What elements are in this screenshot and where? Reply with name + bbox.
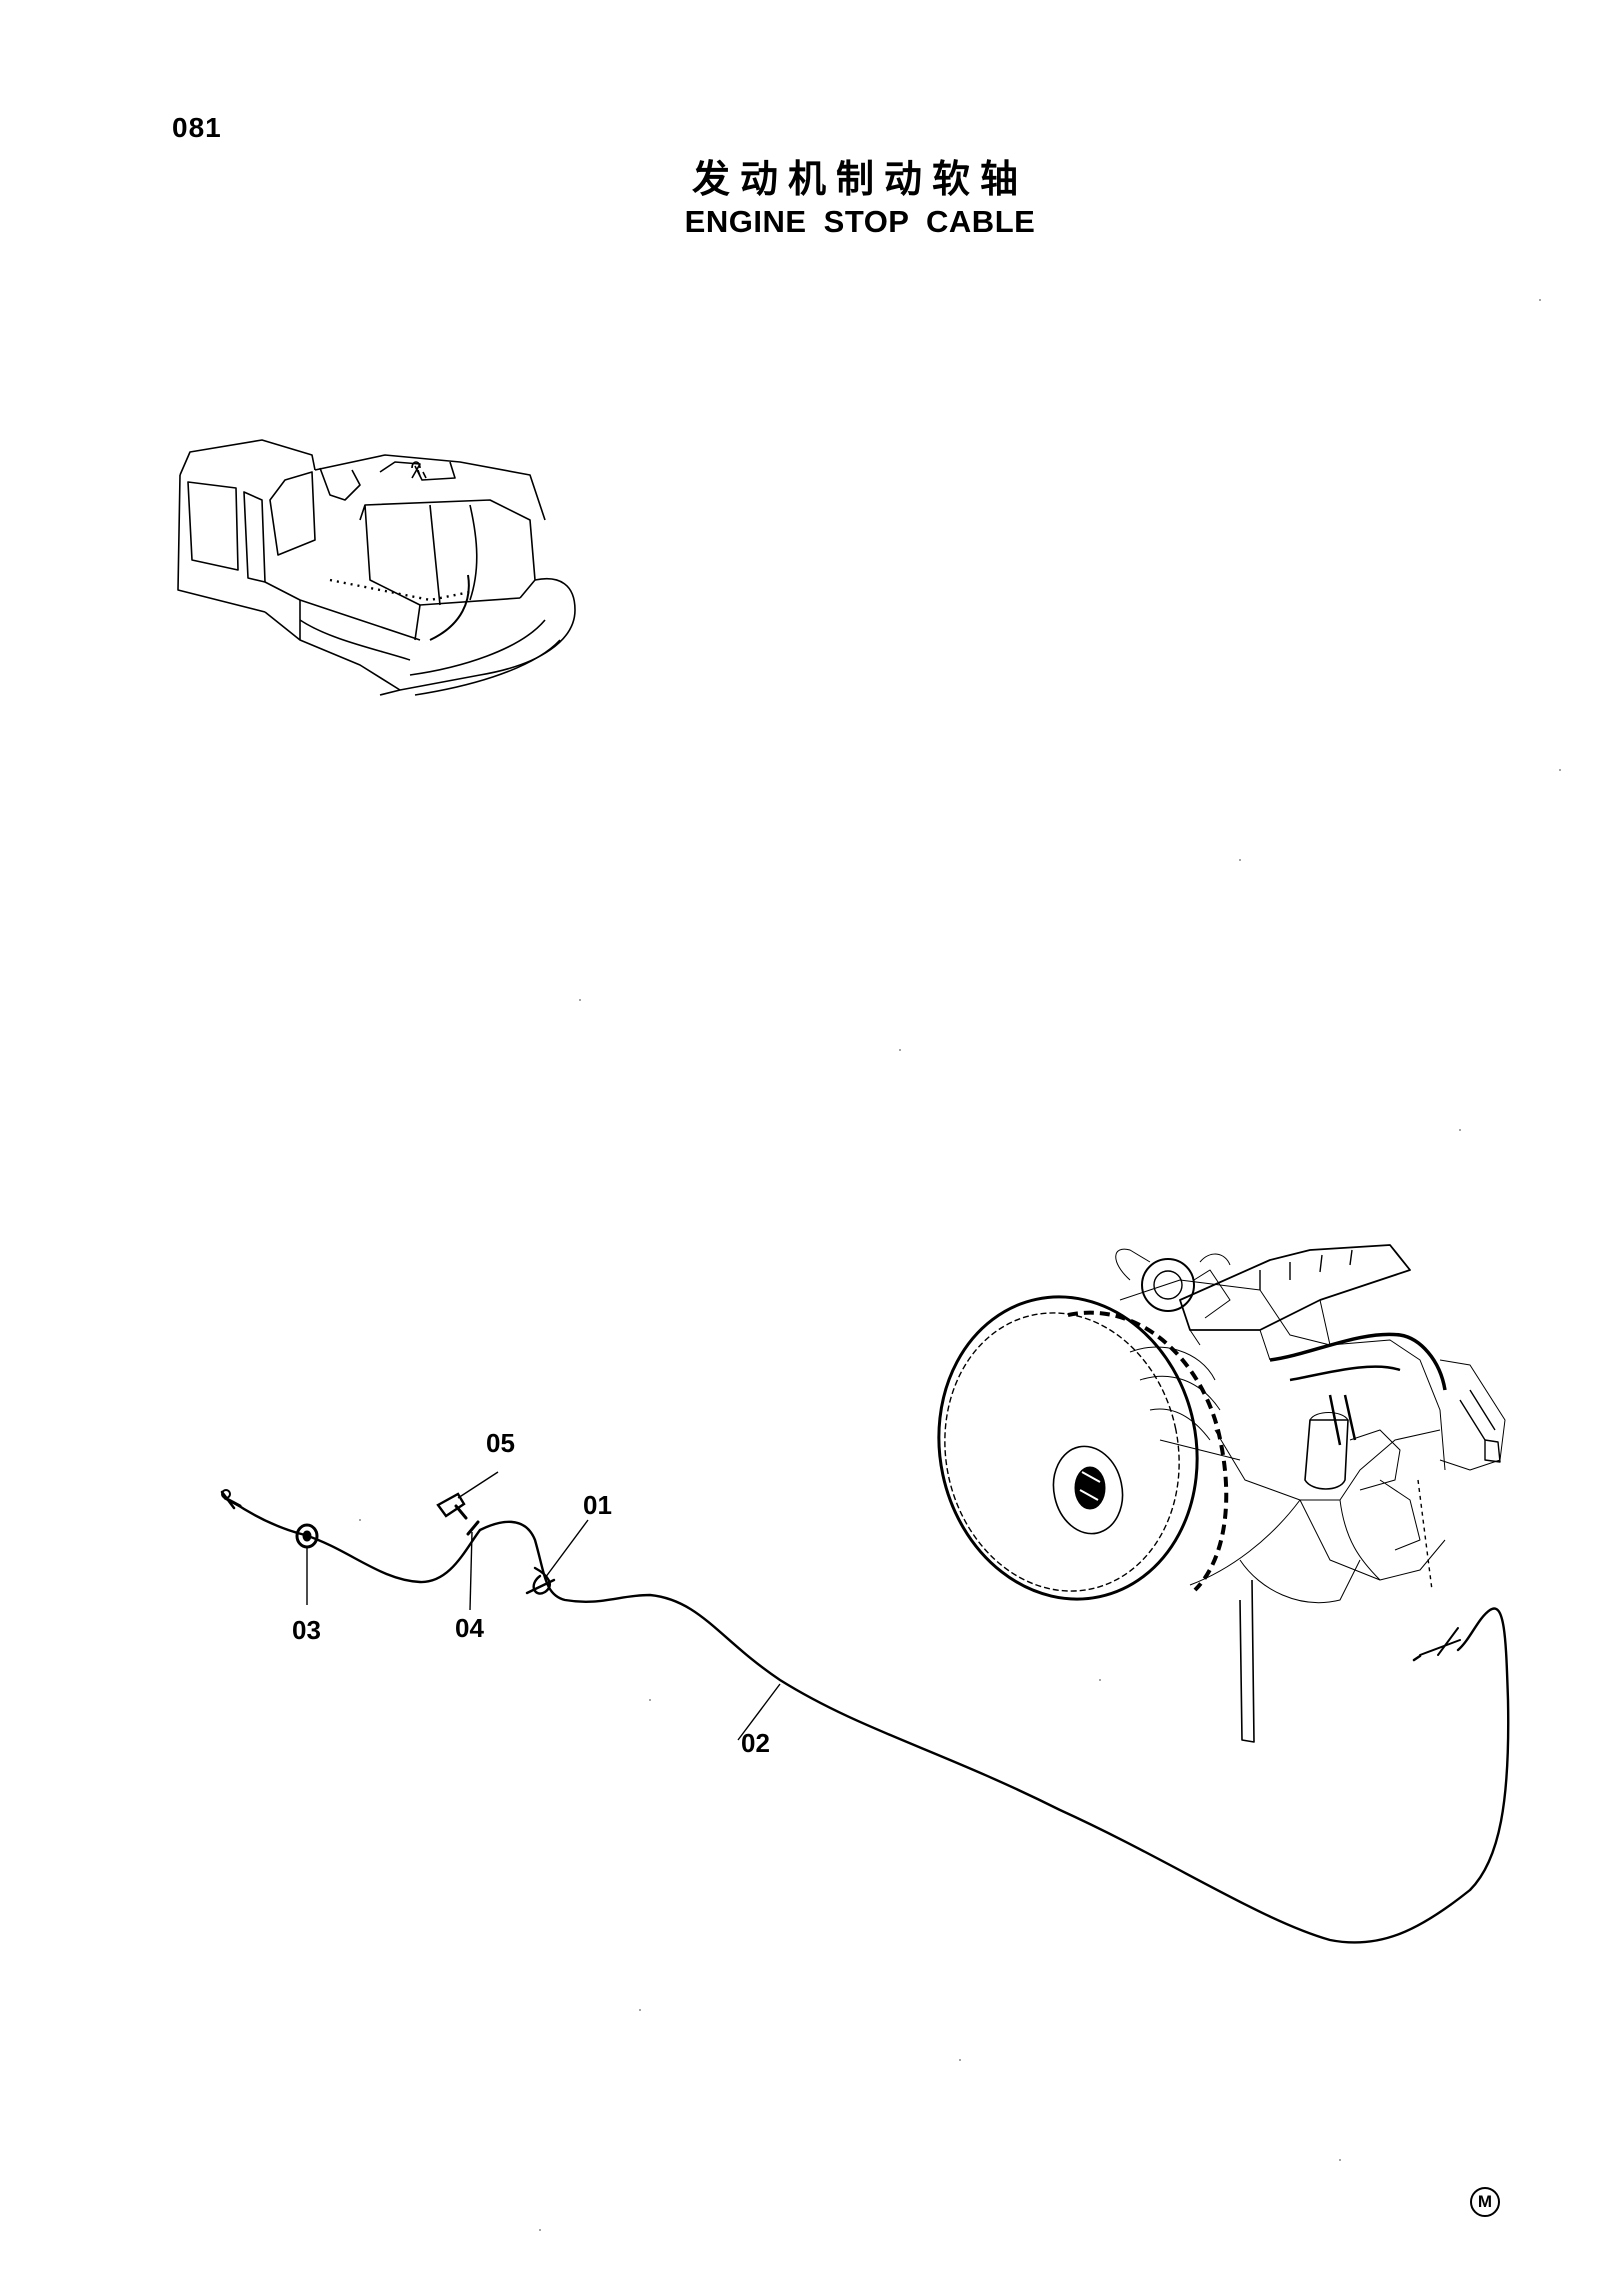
callout-01: 01 (583, 1490, 612, 1520)
engine-drawing (937, 1244, 1506, 1743)
m-mark-symbol: M (1470, 2187, 1500, 2217)
stop-cable-drawing (220, 1489, 1510, 1944)
callout-03: 03 (292, 1615, 321, 1645)
page-title-chinese: 发动机制动软轴 (691, 157, 1028, 201)
leader-04 (469, 1531, 473, 1611)
page-title-english: ENGINE STOP CABLE (684, 204, 1036, 239)
scan-speckles (359, 299, 1561, 2231)
leader-lines (306, 1471, 781, 1741)
callout-05: 05 (486, 1428, 515, 1458)
callout-02: 02 (741, 1728, 770, 1758)
leader-02 (737, 1683, 781, 1741)
excavator-locator-drawing (177, 439, 576, 696)
callout-04: 04 (455, 1613, 484, 1643)
leader-05 (457, 1471, 499, 1499)
page-number: 081 (172, 112, 222, 143)
leader-01 (544, 1519, 589, 1579)
